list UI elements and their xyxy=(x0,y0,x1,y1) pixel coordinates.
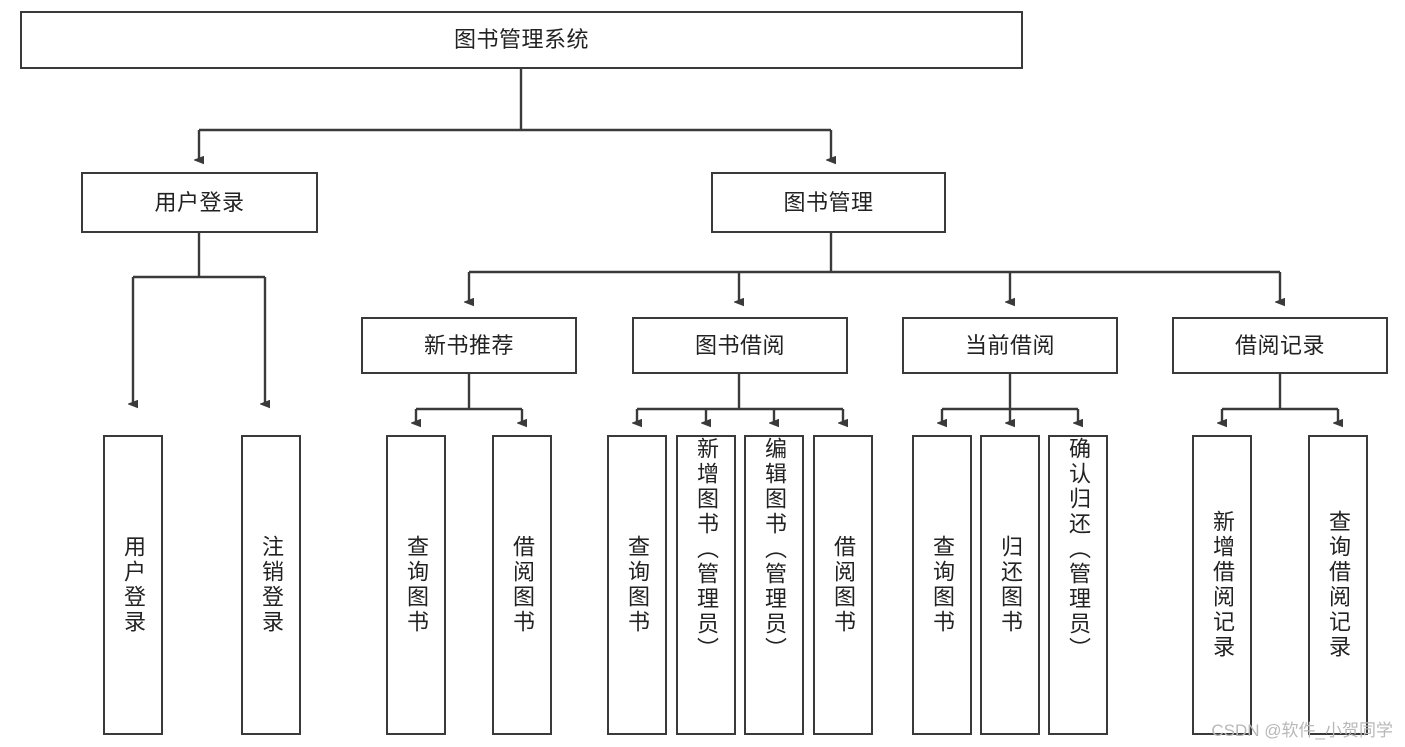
leaf-logout[interactable]: 注销登录 xyxy=(241,435,301,735)
leaf-query-record-label: 查询借阅记录 xyxy=(1325,510,1351,660)
leaf-add-book[interactable]: 新增图书（管理员） xyxy=(676,435,736,735)
leaf-logout-label: 注销登录 xyxy=(258,535,284,635)
leaf-query-book-1-label: 查询图书 xyxy=(403,535,429,635)
leaf-confirm-return[interactable]: 确认归还（管理员） xyxy=(1048,435,1108,735)
leaf-confirm-return-label: 确认归还（管理员） xyxy=(1065,437,1091,662)
node-new-book-rec[interactable]: 新书推荐 xyxy=(361,317,577,374)
leaf-query-book-1[interactable]: 查询图书 xyxy=(386,435,446,735)
node-book-borrow-label: 图书借阅 xyxy=(694,332,785,358)
node-user-login[interactable]: 用户登录 xyxy=(81,172,318,233)
leaf-edit-book-label: 编辑图书（管理员） xyxy=(761,437,787,662)
leaf-add-record[interactable]: 新增借阅记录 xyxy=(1192,435,1252,735)
leaf-borrow-book-2-label: 借阅图书 xyxy=(830,535,856,635)
node-current-borrow-label: 当前借阅 xyxy=(964,332,1055,358)
edges-borrow-record-leaves xyxy=(1222,374,1338,423)
node-root[interactable]: 图书管理系统 xyxy=(20,11,1023,69)
edges-book-borrow-leaves xyxy=(637,374,843,423)
leaf-add-book-label: 新增图书（管理员） xyxy=(693,437,719,662)
leaf-query-book-2[interactable]: 查询图书 xyxy=(607,435,667,735)
leaf-borrow-book-2[interactable]: 借阅图书 xyxy=(813,435,873,735)
node-book-manage[interactable]: 图书管理 xyxy=(711,172,946,233)
leaf-borrow-book-1-label: 借阅图书 xyxy=(509,535,535,635)
node-book-manage-label: 图书管理 xyxy=(783,189,874,215)
node-borrow-record[interactable]: 借阅记录 xyxy=(1172,317,1388,374)
edges-new-book-rec-leaves xyxy=(416,374,522,423)
node-root-label: 图书管理系统 xyxy=(453,27,589,53)
leaf-return-book[interactable]: 归还图书 xyxy=(980,435,1040,735)
leaf-query-book-3[interactable]: 查询图书 xyxy=(912,435,972,735)
leaf-user-login-label: 用户登录 xyxy=(120,535,146,635)
leaf-return-book-label: 归还图书 xyxy=(997,535,1023,635)
leaf-query-record[interactable]: 查询借阅记录 xyxy=(1308,435,1368,735)
leaf-borrow-book-1[interactable]: 借阅图书 xyxy=(492,435,552,735)
node-new-book-rec-label: 新书推荐 xyxy=(423,332,514,358)
edges-book-manage-level2 xyxy=(469,233,1280,302)
edges-user-login-leaves xyxy=(133,233,265,404)
leaf-edit-book[interactable]: 编辑图书（管理员） xyxy=(744,435,804,735)
edges-root-level1 xyxy=(199,69,831,160)
node-borrow-record-label: 借阅记录 xyxy=(1234,332,1325,358)
leaf-query-book-3-label: 查询图书 xyxy=(929,535,955,635)
node-book-borrow[interactable]: 图书借阅 xyxy=(632,317,848,374)
node-user-login-label: 用户登录 xyxy=(154,189,245,215)
edges-current-borrow-leaves xyxy=(942,374,1078,423)
leaf-user-login[interactable]: 用户登录 xyxy=(103,435,163,735)
leaf-add-record-label: 新增借阅记录 xyxy=(1209,510,1235,660)
leaf-query-book-2-label: 查询图书 xyxy=(624,535,650,635)
node-current-borrow[interactable]: 当前借阅 xyxy=(902,317,1118,374)
